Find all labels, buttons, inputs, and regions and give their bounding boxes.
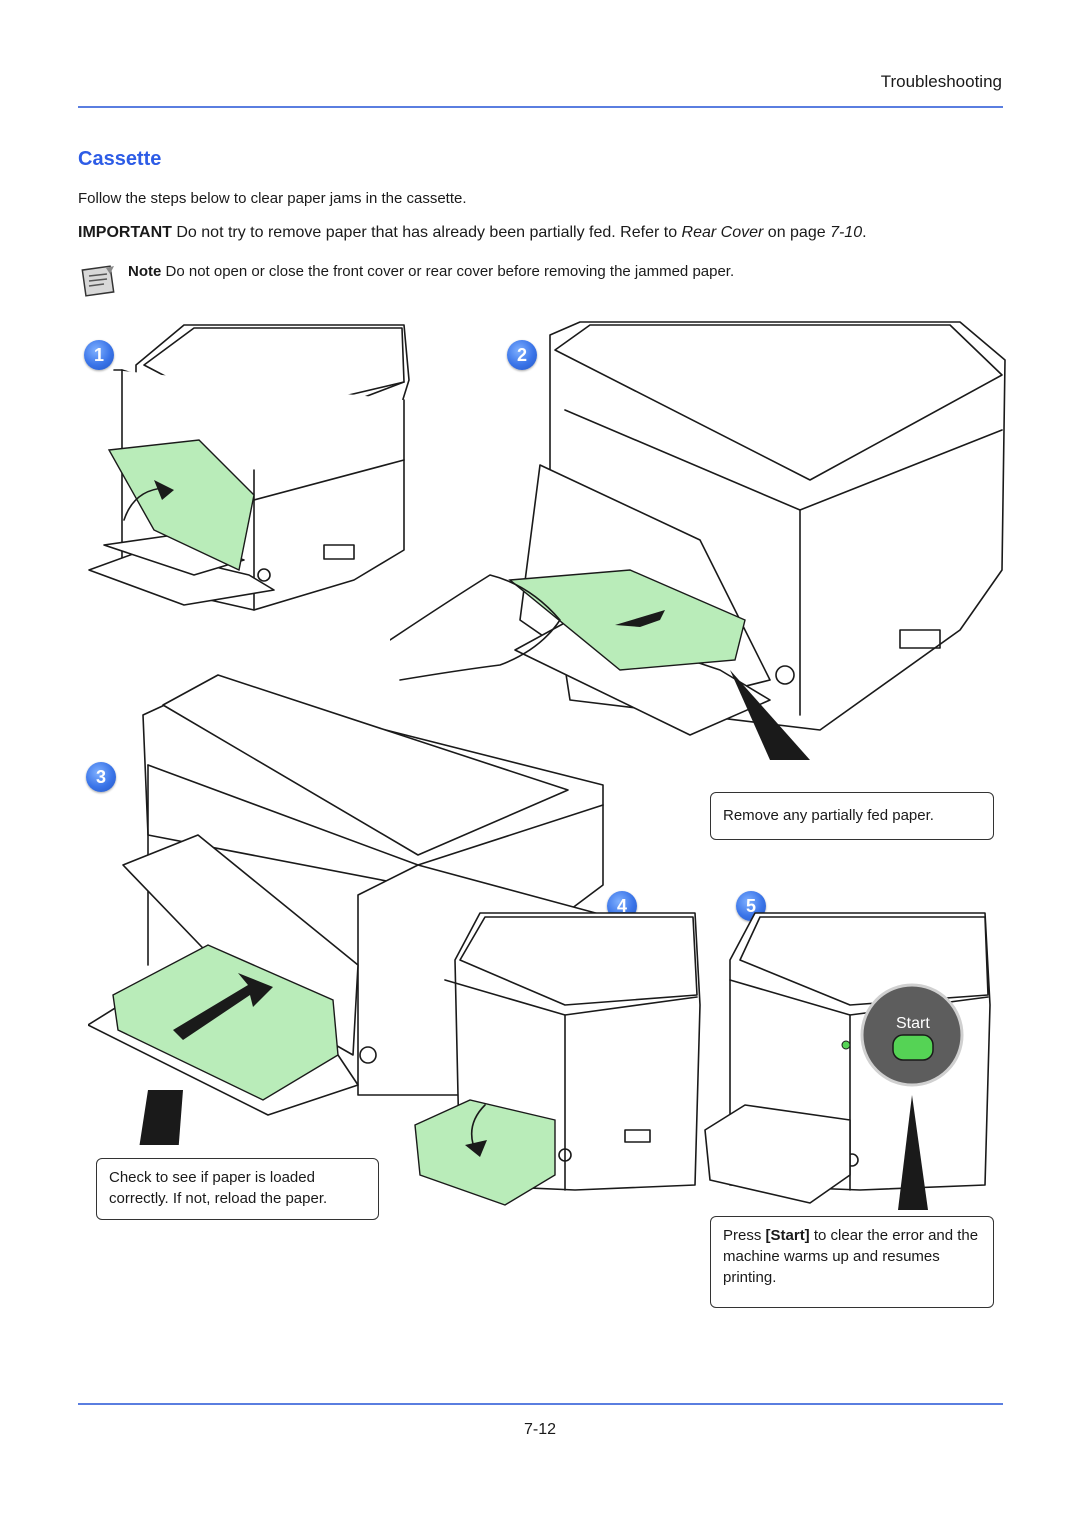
step-4-illustration	[414, 912, 701, 1206]
step-1-illustration	[88, 324, 410, 611]
important-notice: IMPORTANT Do not try to remove paper tha…	[78, 224, 1003, 242]
step-5-illustration	[704, 912, 991, 1210]
important-text: Do not try to remove paper that has alre…	[171, 224, 682, 241]
important-end: .	[862, 224, 867, 241]
start-key: [Start]	[765, 1227, 810, 1244]
press-suffix: to clear the error and the machine warms…	[723, 1227, 979, 1286]
callout-check-paper: Check to see if paper is loaded correctl…	[96, 1158, 379, 1220]
callout-press-start: Press [Start] to clear the error and the…	[710, 1216, 994, 1308]
intro-text: Follow the steps below to clear paper ja…	[78, 190, 467, 207]
note-pad-icon	[81, 265, 115, 297]
important-after: on page	[763, 224, 831, 241]
header-rule	[78, 106, 1003, 108]
footer-rule	[78, 1403, 1003, 1405]
rear-cover-reference: Rear Cover	[681, 224, 764, 241]
callout-remove-paper: Remove any partially fed paper.	[710, 792, 994, 840]
step-1-badge: 1	[84, 340, 114, 370]
step-2-badge: 2	[507, 340, 537, 370]
step-2-illustration	[390, 321, 1006, 760]
press-prefix: Press	[723, 1227, 766, 1244]
step-3-badge: 3	[86, 762, 116, 792]
page-reference-link[interactable]: 7-10	[830, 224, 863, 241]
page-number: 7-12	[523, 1421, 557, 1438]
running-header: Troubleshooting	[880, 72, 1002, 91]
note-label: Note	[128, 263, 162, 280]
note-body: Do not open or close the front cover or …	[161, 263, 735, 280]
start-button-label: Start	[896, 1015, 930, 1032]
step-5-badge: 5	[736, 891, 766, 921]
important-label: IMPORTANT	[78, 224, 172, 241]
section-title: Cassette	[78, 148, 162, 170]
note-text: Note Do not open or close the front cove…	[128, 263, 734, 280]
